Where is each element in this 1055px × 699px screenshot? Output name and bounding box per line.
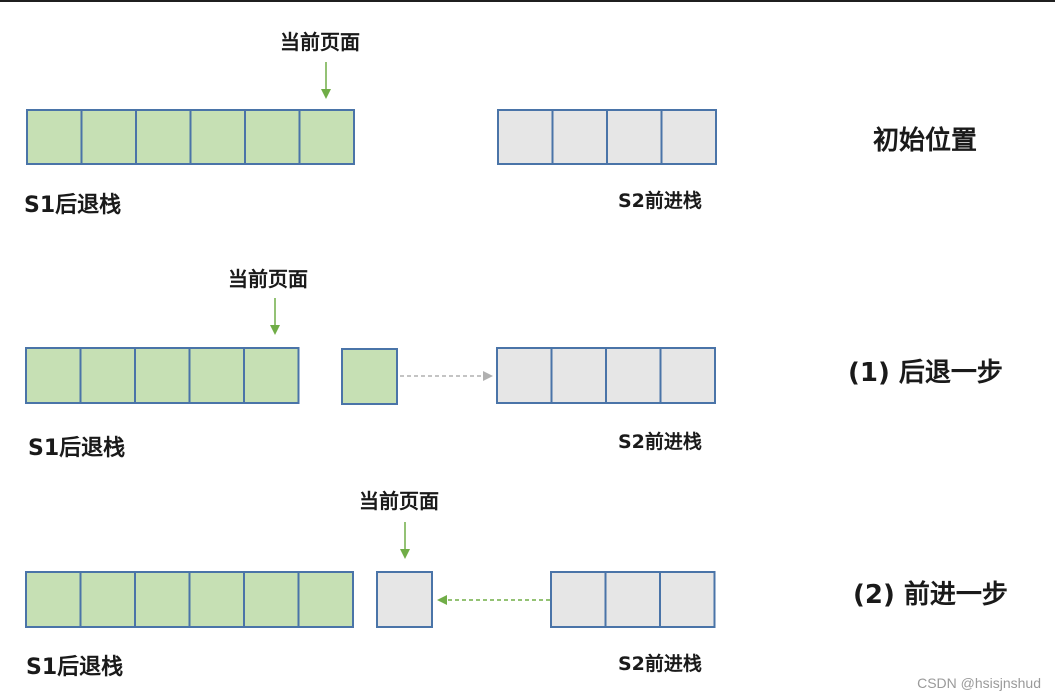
row3-back-stack — [25, 571, 354, 628]
stack-cell — [189, 109, 246, 165]
row3-current-page-label: 当前页面 — [359, 489, 439, 513]
row2-back-stack-label: S1后退栈 — [28, 436, 126, 461]
row2-current-page-label: 当前页面 — [228, 267, 308, 291]
stack-cell — [298, 109, 355, 165]
stack-cell — [79, 347, 136, 404]
stack-cell — [188, 347, 245, 404]
row2-forward-stack-label: S2前进栈 — [618, 431, 702, 453]
row1-forward-stack — [497, 109, 717, 165]
stack-cell — [134, 347, 191, 404]
stack-cell — [134, 571, 191, 628]
stack-cell — [660, 109, 717, 165]
stack-cell — [135, 109, 192, 165]
stack-cell — [243, 571, 300, 628]
stack-cell — [659, 571, 716, 628]
stack-cell — [25, 571, 82, 628]
stack-cell — [79, 571, 136, 628]
stack-cell — [659, 347, 716, 404]
row2-popped-page — [341, 348, 398, 405]
stack-cell — [497, 109, 554, 165]
row1-current-page-label: 当前页面 — [280, 30, 360, 54]
row3-current-page — [376, 571, 433, 628]
row3-state-label: (2) 前进一步 — [853, 580, 1008, 610]
stack-cell — [605, 347, 662, 404]
row1-back-stack — [26, 109, 355, 165]
stack-cell — [606, 109, 663, 165]
row2-state-label: (1) 后退一步 — [848, 358, 1003, 388]
row3-back-stack-label: S1后退栈 — [26, 655, 124, 680]
row2-back-stack — [25, 347, 300, 404]
stack-cell — [80, 109, 137, 165]
row1-forward-stack-label: S2前进栈 — [618, 190, 702, 212]
top-border — [0, 0, 1055, 2]
stack-cell — [25, 347, 82, 404]
stack-cell — [26, 109, 83, 165]
stack-cell — [496, 347, 553, 404]
row1-state-label: 初始位置 — [873, 126, 978, 156]
row3-forward-stack — [550, 571, 716, 628]
row1-back-stack-label: S1后退栈 — [24, 193, 122, 218]
stack-cell — [550, 347, 607, 404]
stack-cell — [244, 109, 301, 165]
stack-cell — [604, 571, 661, 628]
row3-forward-stack-label: S2前进栈 — [618, 653, 702, 675]
watermark: CSDN @hsisjnshud — [917, 675, 1041, 691]
stack-cell — [243, 347, 300, 404]
stack-cell — [551, 109, 608, 165]
row2-forward-stack — [496, 347, 716, 404]
stack-cell — [188, 571, 245, 628]
stack-cell — [297, 571, 354, 628]
stack-cell — [550, 571, 607, 628]
